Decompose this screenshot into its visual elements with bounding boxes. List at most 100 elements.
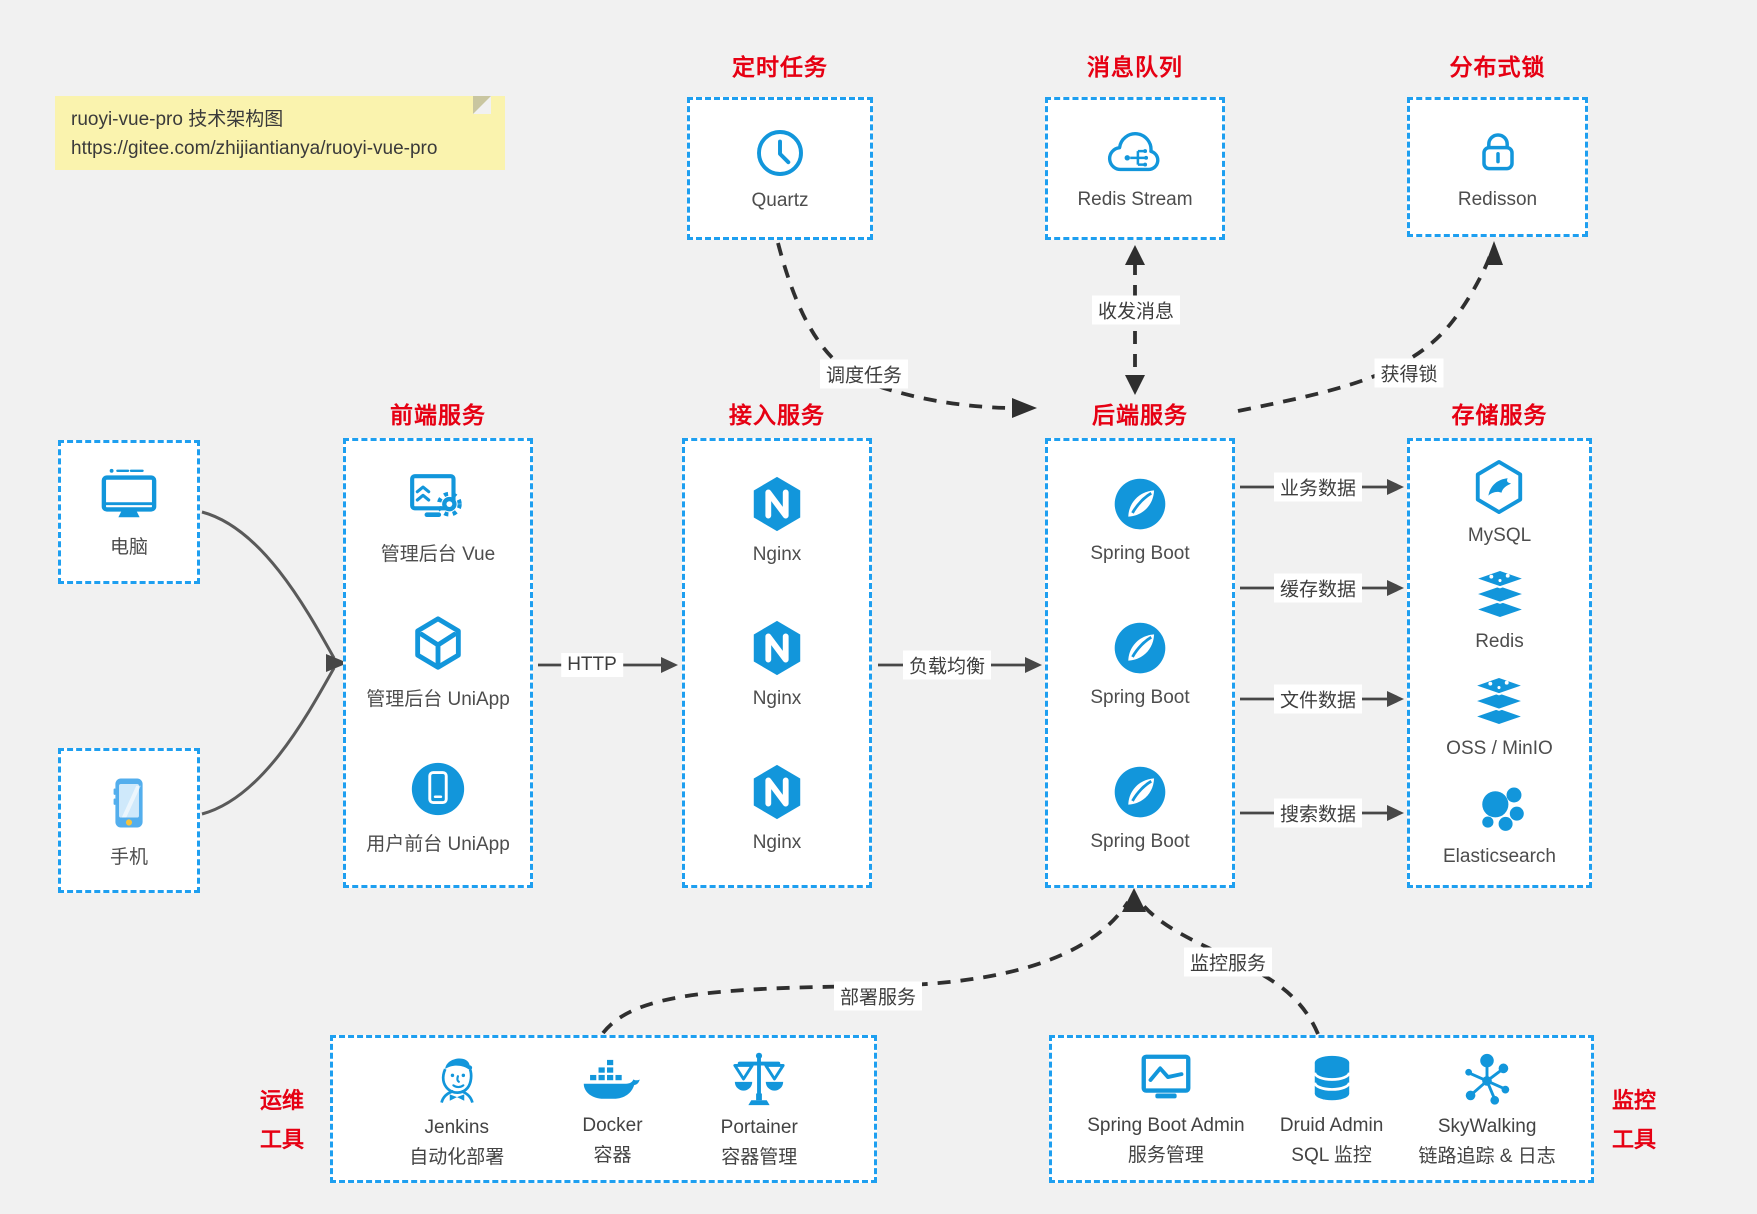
side-label-ops-line1: 运维 bbox=[259, 1088, 304, 1113]
title-scheduled-task: 定时任务 bbox=[732, 54, 828, 80]
box-quartz: Quartz bbox=[687, 97, 873, 240]
docker-icon bbox=[580, 1051, 644, 1107]
spring-boot-icon bbox=[1110, 762, 1170, 822]
edge-label-monitor-service: 监控服务 bbox=[1183, 947, 1273, 977]
tool-jenkins-desc: 自动化部署 bbox=[409, 1147, 505, 1168]
cloud-stream-icon bbox=[1104, 126, 1166, 180]
note-fold-corner bbox=[473, 96, 491, 114]
node-admin-uniapp: 管理后台 UniApp bbox=[366, 613, 510, 711]
mobile-icon bbox=[100, 773, 158, 833]
edge-phone-to-frontend bbox=[201, 667, 336, 816]
edge-label-search-data: 搜索数据 bbox=[1273, 798, 1363, 828]
node-nginx-2: Nginx bbox=[747, 617, 807, 710]
user-uniapp-icon bbox=[407, 758, 469, 820]
arrowhead-schedule bbox=[1012, 398, 1037, 418]
node-springboot-3: Spring Boot bbox=[1090, 762, 1190, 853]
sticky-note: ruoyi-vue-pro 技术架构图 https://gitee.com/zh… bbox=[55, 96, 505, 170]
title-frontend: 前端服务 bbox=[390, 402, 486, 428]
tool-druid-name: Druid Admin bbox=[1279, 1115, 1384, 1136]
node-springboot-2-label: Spring Boot bbox=[1090, 686, 1190, 708]
arrowhead-frontend bbox=[326, 654, 348, 672]
box-pc: 电脑 bbox=[58, 440, 200, 584]
node-nginx-2-label: Nginx bbox=[752, 687, 802, 709]
title-backend: 后端服务 bbox=[1092, 402, 1188, 428]
box-storage: MySQL Redis OSS bbox=[1407, 438, 1592, 888]
node-nginx-1-label: Nginx bbox=[752, 543, 802, 565]
node-mysql-label: MySQL bbox=[1467, 524, 1532, 546]
edge-label-acquire-lock: 获得锁 bbox=[1374, 358, 1444, 388]
node-mysql: MySQL bbox=[1468, 458, 1531, 547]
box-backend: Spring Boot Spring Boot Spring Boot bbox=[1045, 438, 1235, 888]
node-redis-stream-label: Redis Stream bbox=[1077, 189, 1193, 210]
node-quartz-label: Quartz bbox=[751, 190, 809, 211]
node-springboot-2: Spring Boot bbox=[1090, 618, 1190, 709]
jenkins-icon bbox=[428, 1049, 486, 1109]
clock-icon bbox=[752, 125, 808, 181]
arrowhead-lock bbox=[1485, 241, 1503, 265]
edge-label-business-data: 业务数据 bbox=[1273, 472, 1363, 502]
box-redisson: Redisson bbox=[1407, 97, 1588, 237]
tool-docker: Docker 容器 bbox=[580, 1051, 644, 1167]
arrowhead-backend-bottom bbox=[1122, 888, 1146, 912]
node-pc-label: 电脑 bbox=[109, 537, 148, 558]
tool-druid: Druid Admin SQL 监控 bbox=[1279, 1051, 1384, 1167]
tool-docker-desc: 容器 bbox=[593, 1145, 632, 1166]
edge-label-send-receive: 收发消息 bbox=[1091, 295, 1181, 325]
side-label-monitor-line1: 监控 bbox=[1611, 1088, 1656, 1113]
note-url: https://gitee.com/zhijiantianya/ruoyi-vu… bbox=[71, 137, 438, 159]
box-gateway: Nginx Nginx Nginx bbox=[682, 438, 872, 888]
portainer-icon bbox=[730, 1049, 788, 1109]
node-oss-minio-label: OSS / MinIO bbox=[1446, 737, 1553, 759]
lock-icon bbox=[1470, 124, 1526, 180]
box-frontend: 管理后台 Vue 管理后台 UniApp 用户前台 UniApp bbox=[343, 438, 533, 888]
side-label-ops: 运维 工具 bbox=[250, 1082, 314, 1159]
node-elasticsearch: Elasticsearch bbox=[1443, 781, 1556, 868]
arrowhead-message-top bbox=[1125, 245, 1145, 265]
tool-skywalking-name: SkyWalking bbox=[1437, 1116, 1537, 1137]
druid-icon bbox=[1303, 1051, 1361, 1107]
side-label-monitor: 监控 工具 bbox=[1602, 1082, 1666, 1159]
node-phone: 手机 bbox=[100, 773, 158, 869]
node-redisson-label: Redisson bbox=[1457, 188, 1538, 210]
redis-icon bbox=[1471, 568, 1529, 622]
title-storage: 存储服务 bbox=[1451, 402, 1548, 428]
node-quartz: Quartz bbox=[751, 125, 809, 212]
node-redis: Redis bbox=[1471, 568, 1529, 653]
tool-skywalking-desc: 链路追踪 & 日志 bbox=[1418, 1146, 1556, 1167]
node-redis-stream: Redis Stream bbox=[1077, 126, 1193, 211]
node-oss-minio: OSS / MinIO bbox=[1446, 675, 1553, 760]
edge-label-file-data: 文件数据 bbox=[1273, 684, 1363, 714]
node-phone-label: 手机 bbox=[109, 846, 148, 868]
node-redisson: Redisson bbox=[1458, 124, 1537, 211]
title-message-queue: 消息队列 bbox=[1087, 54, 1183, 80]
admin-vue-icon bbox=[407, 470, 469, 530]
node-nginx-1: Nginx bbox=[747, 473, 807, 566]
box-monitor-tools: Spring Boot Admin 服务管理 Druid Admin SQL 监… bbox=[1049, 1035, 1594, 1183]
edge-label-load-balance: 负载均衡 bbox=[902, 650, 992, 680]
spring-boot-icon bbox=[1110, 618, 1170, 678]
side-label-monitor-line2: 工具 bbox=[1611, 1126, 1656, 1152]
uniapp-cube-icon bbox=[407, 613, 469, 675]
title-gateway: 接入服务 bbox=[729, 402, 825, 428]
nginx-icon bbox=[747, 473, 807, 535]
node-user-uniapp: 用户前台 UniApp bbox=[366, 758, 510, 856]
tool-docker-name: Docker bbox=[582, 1115, 643, 1136]
tool-springboot-admin-desc: 服务管理 bbox=[1127, 1145, 1204, 1166]
node-nginx-3: Nginx bbox=[747, 761, 807, 854]
tool-druid-desc: SQL 监控 bbox=[1291, 1145, 1372, 1166]
tool-skywalking: SkyWalking 链路追踪 & 日志 bbox=[1419, 1050, 1556, 1168]
springboot-admin-icon bbox=[1136, 1051, 1196, 1107]
edge-pc-to-frontend bbox=[201, 510, 336, 659]
node-redis-label: Redis bbox=[1475, 631, 1524, 653]
tool-portainer-desc: 容器管理 bbox=[721, 1147, 798, 1168]
tool-portainer: Portainer 容器管理 bbox=[721, 1049, 798, 1169]
nginx-icon bbox=[747, 761, 807, 823]
elasticsearch-icon bbox=[1472, 781, 1528, 837]
note-title: ruoyi-vue-pro 技术架构图 bbox=[71, 109, 284, 130]
edge-deploy-service bbox=[601, 900, 1130, 1035]
nginx-icon bbox=[747, 617, 807, 679]
node-admin-vue-label: 管理后台 Vue bbox=[380, 544, 496, 566]
node-user-uniapp-label: 用户前台 UniApp bbox=[366, 833, 510, 855]
node-springboot-1-label: Spring Boot bbox=[1090, 542, 1190, 564]
